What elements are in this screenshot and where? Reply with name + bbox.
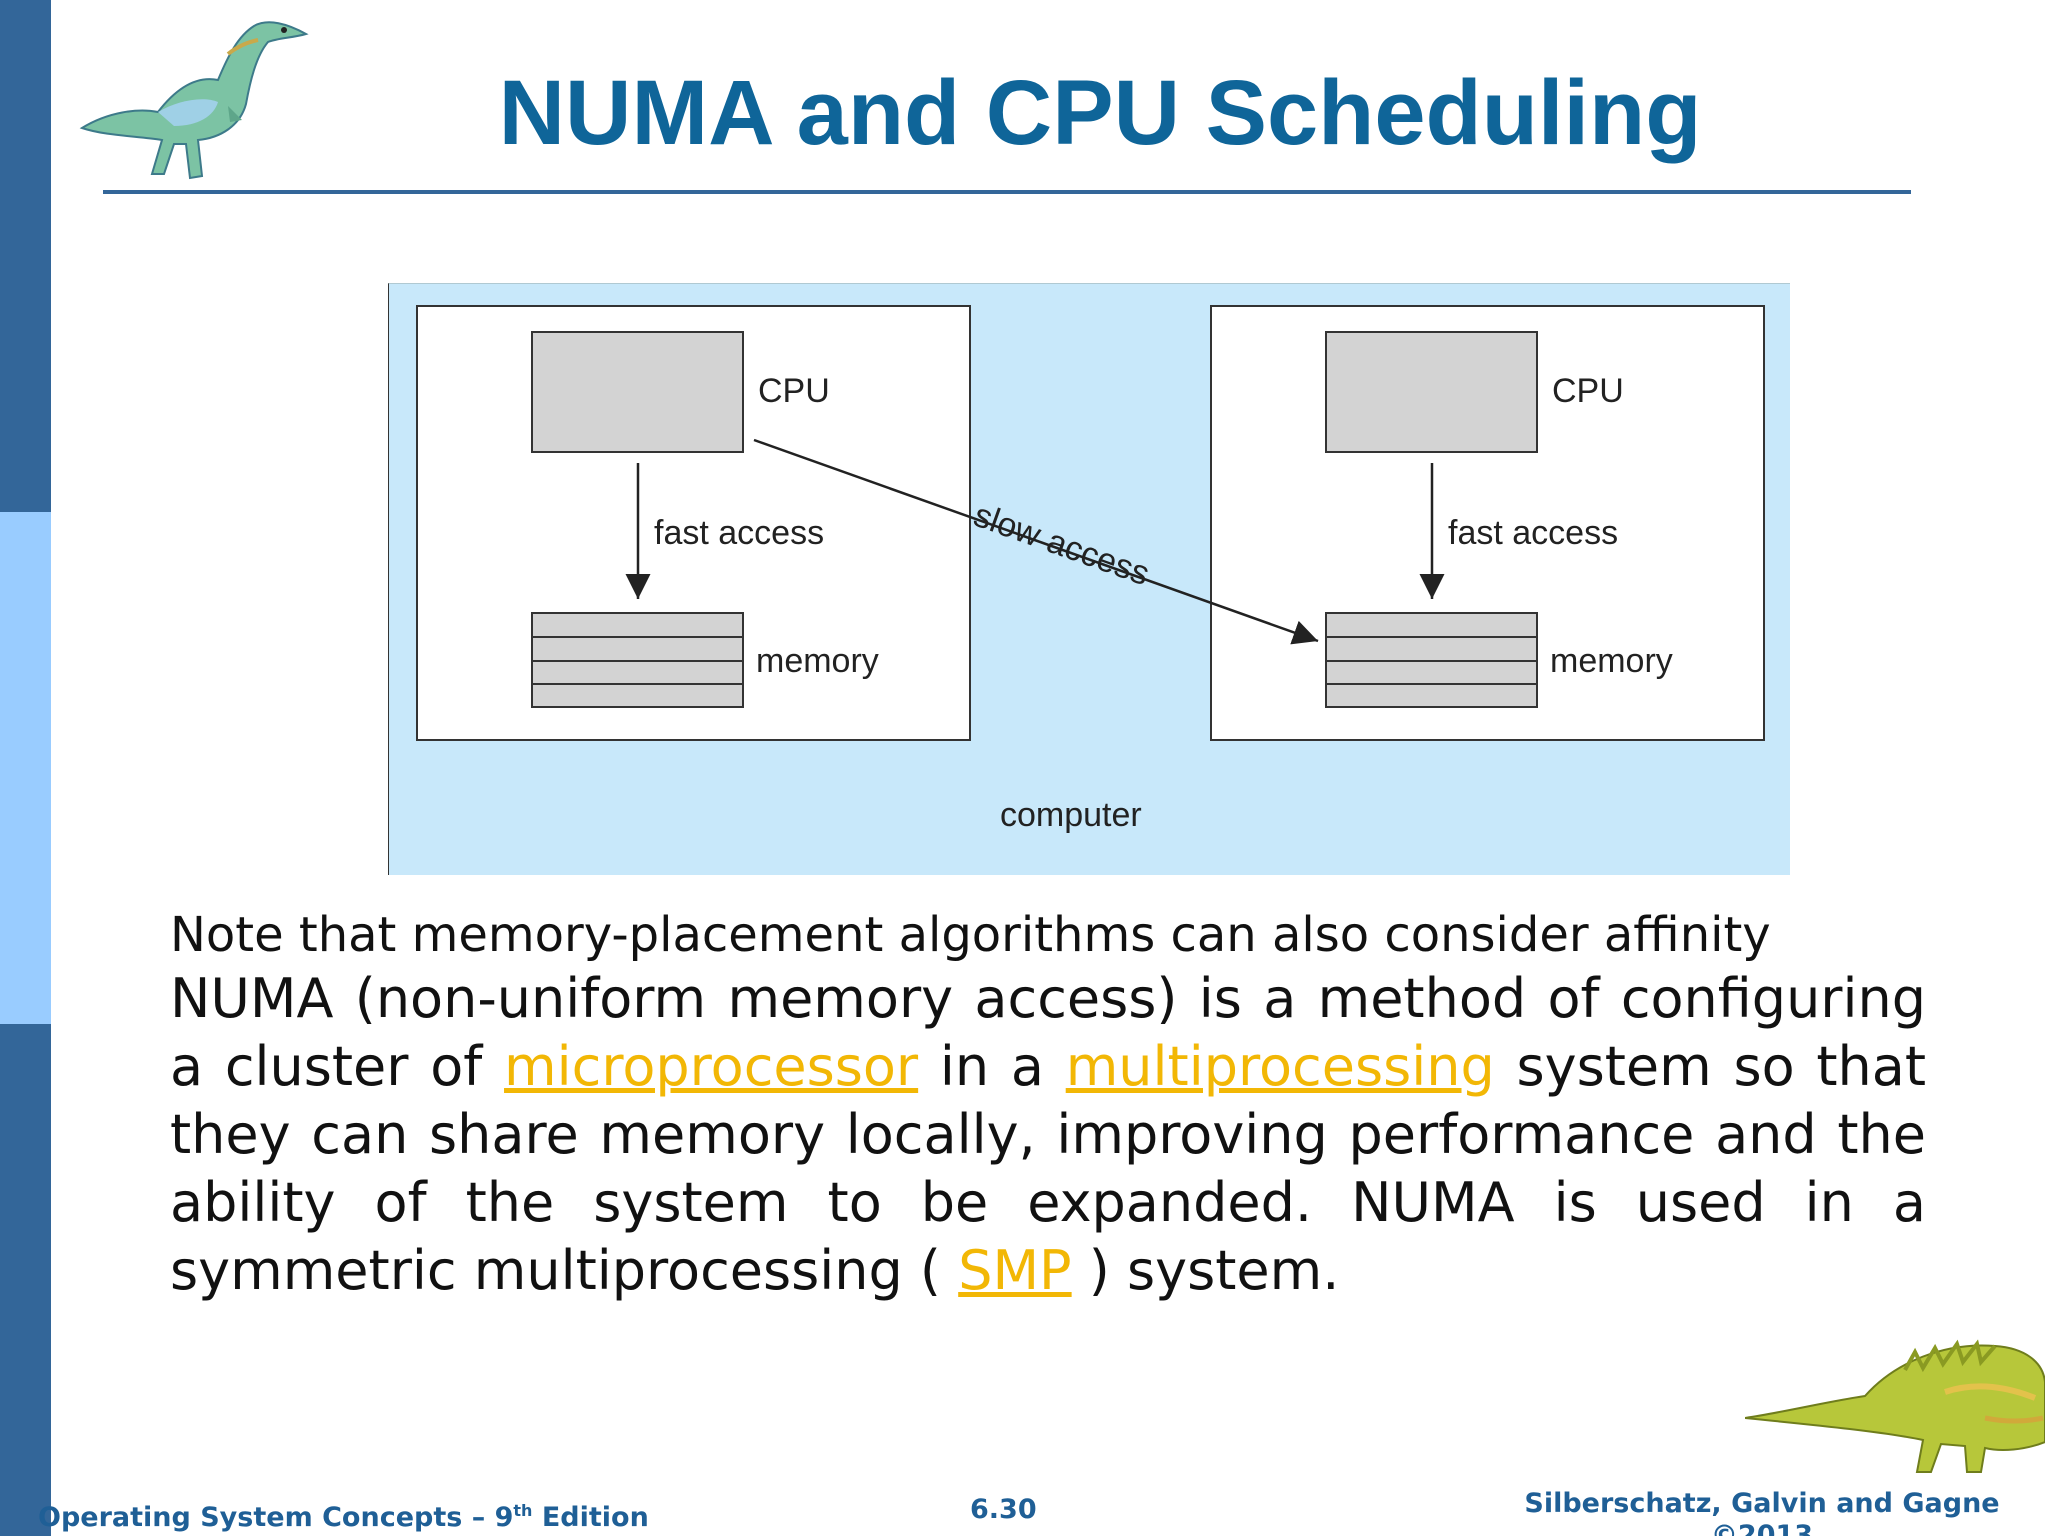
footer-book-suffix: Edition — [541, 1502, 649, 1533]
right-cpu-chip — [1325, 331, 1538, 453]
left-memory-label: memory — [756, 642, 879, 680]
note-text: Note that memory-placement algorithms ca… — [170, 907, 1771, 963]
right-memory-label: memory — [1550, 642, 1673, 680]
para-text-1: NUMA (non-uniform memory access) is a me… — [170, 967, 1926, 1098]
left-fast-access-label: fast access — [654, 514, 825, 552]
para-text-3: system so that they can share memory loc… — [170, 1035, 1927, 1302]
microprocessor-link[interactable]: microprocessor — [504, 1035, 919, 1098]
smp-link[interactable]: SMP — [958, 1239, 1072, 1302]
para-text-4: ) system. — [1088, 1239, 1340, 1302]
title-underline — [103, 190, 1911, 194]
dinosaur-logo-icon — [79, 21, 309, 180]
right-memory-block — [1325, 612, 1538, 708]
left-memory-block — [531, 612, 744, 708]
numa-description: NUMA (non-uniform memory access) is a me… — [170, 965, 1926, 1305]
left-cpu-chip — [531, 331, 744, 453]
side-bar-bottom — [0, 1024, 51, 1536]
numa-diagram-graphic — [388, 283, 1790, 875]
computer-label: computer — [1000, 796, 1142, 834]
slide-title: NUMA and CPU Scheduling — [498, 62, 1702, 164]
side-bar-top — [0, 0, 51, 512]
numa-diagram: CPU CPU fast access fast access memory m… — [388, 283, 1790, 875]
footer-book-prefix: Operating System Concepts – 9 — [38, 1502, 514, 1533]
right-cpu-label: CPU — [1552, 372, 1624, 410]
footer-book-sup: th — [513, 1501, 533, 1520]
footer-authors-text: Silberschatz, Galvin and Gagne — [1524, 1488, 2000, 1519]
footer-authors: Silberschatz, Galvin and Gagne ©2013 — [1522, 1488, 2002, 1536]
slow-access-arrow — [753, 438, 1319, 645]
footer-book-title: Operating System Concepts – 9th Edition — [38, 1495, 649, 1534]
side-bar-middle — [0, 512, 51, 1024]
dinosaur-mascot-icon — [1745, 1339, 2045, 1473]
multiprocessing-link[interactable]: multiprocessing — [1065, 1035, 1495, 1098]
left-cpu-label: CPU — [758, 372, 830, 410]
para-text-2: in a — [939, 1035, 1044, 1098]
footer-page-number: 6.30 — [970, 1494, 1037, 1525]
right-fast-access-label: fast access — [1448, 514, 1619, 552]
footer-copyright: ©2013 — [1710, 1520, 1814, 1536]
